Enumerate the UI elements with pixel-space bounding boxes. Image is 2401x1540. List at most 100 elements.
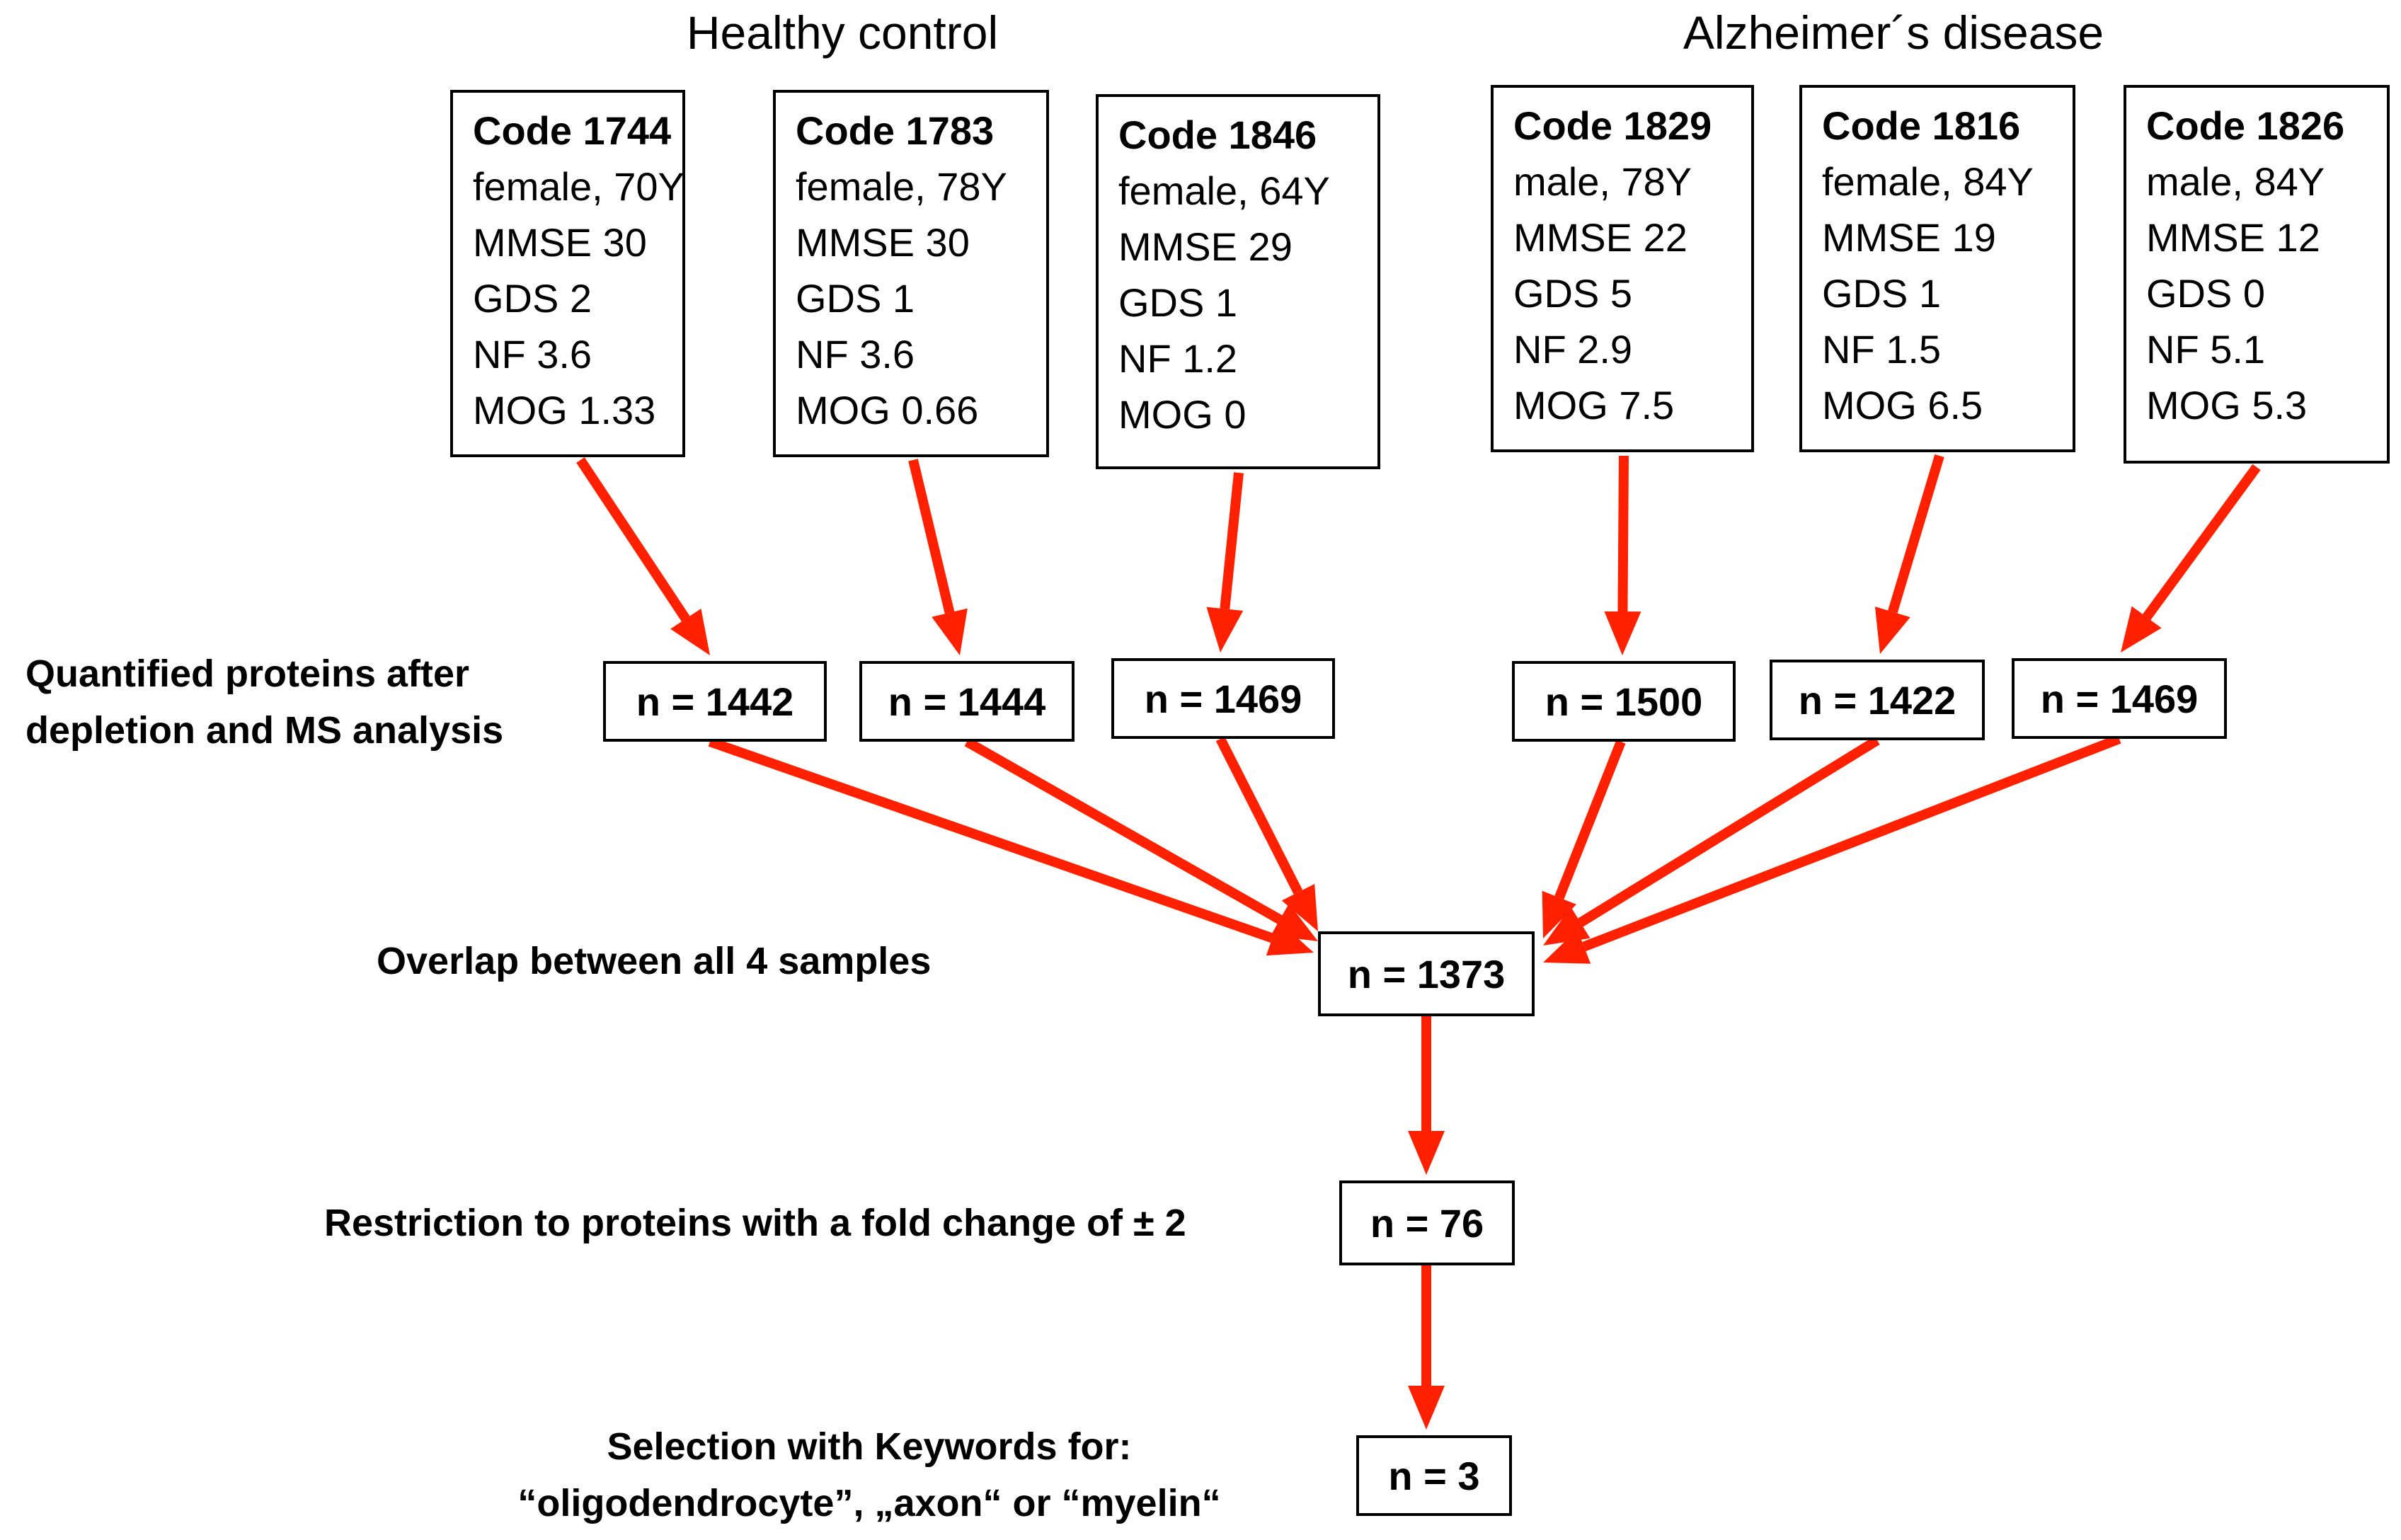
sample-nf: NF 1.5 [1822,327,1942,372]
sample-mmse: MMSE 12 [2146,215,2320,260]
sample-mog: MOG 0 [1118,392,1247,437]
sample-code: Code 1846 [1118,113,1317,157]
arrow-count1826-to-overlap [1543,734,2121,964]
sample-mmse: MMSE 22 [1513,215,1687,260]
arrow-shaft [1215,736,1303,895]
arrow-shaft [576,457,690,622]
arrow-1744-to-count [576,457,710,655]
arrow-shaft [1582,734,2121,952]
count-box-1783: n = 1444 [859,661,1075,742]
sample-sex-age: female, 70Y [473,164,684,209]
sample-gds: GDS 1 [1118,280,1238,325]
selection-label: Selection with Keywords for: “oligodendr… [473,1418,1266,1532]
arrow-shaft [964,737,1283,924]
arrow-head [1408,1386,1445,1430]
arrow-1826-to-count [2121,464,2261,653]
sample-gds: GDS 2 [473,276,592,321]
sample-mog: MOG 6.5 [1822,383,1983,427]
sample-nf: NF 5.1 [2146,327,2266,372]
sample-code: Code 1744 [473,108,672,153]
count-box-1816: n = 1422 [1770,660,1985,740]
arrow-restriction-to-selection [1408,1265,1445,1430]
arrow-shaft [1617,455,1629,612]
count-box-overlap: n = 1373 [1318,931,1535,1016]
sample-nf: NF 1.2 [1118,336,1238,381]
arrow-head [1271,903,1318,941]
arrow-1783-to-count [908,459,968,655]
count-box-1829: n = 1500 [1512,661,1736,742]
arrow-count1744-to-overlap [708,737,1314,956]
selection-label-line2: “oligodendrocyte”, „axon“ or “myelin“ [517,1482,1221,1524]
sample-box-1744: Code 1744 female, 70Y MMSE 30 GDS 2 NF 3… [450,90,685,457]
quantified-label-line2: depletion and MS analysis [25,709,504,752]
arrow-shaft [708,737,1274,943]
sample-box-1826: Code 1826 male, 84Y MMSE 12 GDS 0 NF 5.1… [2124,85,2390,464]
arrow-shaft [2143,464,2261,621]
healthy-control-title: Healthy control [686,6,999,59]
sample-box-1829: Code 1829 male, 78Y MMSE 22 GDS 5 NF 2.9… [1491,85,1754,452]
arrow-shaft [1554,740,1626,900]
arrow-head [1281,883,1318,931]
arrow-head [1543,929,1591,964]
arrow-head [2121,606,2162,653]
sample-mmse: MMSE 30 [796,220,970,265]
overlap-label: Overlap between all 4 samples [377,940,932,982]
count-box-1846: n = 1469 [1111,658,1335,739]
selection-label-line1: Selection with Keywords for: [607,1425,1132,1468]
sample-mog: MOG 5.3 [2146,383,2308,427]
arrow-shaft [1888,454,1944,614]
sample-nf: NF 3.6 [473,332,592,377]
arrow-overlap-to-restriction [1408,1016,1445,1175]
sample-sex-age: female, 64Y [1118,168,1330,213]
sample-sex-age: female, 78Y [796,164,1007,209]
sample-mog: MOG 0.66 [796,388,979,432]
sample-mmse: MMSE 30 [473,220,647,265]
arrow-shaft [1220,472,1244,610]
arrow-count1783-to-overlap [964,737,1318,941]
sample-code: Code 1829 [1513,103,1712,148]
arrow-1846-to-count [1206,472,1244,653]
arrow-1829-to-count [1604,455,1641,655]
sample-gds: GDS 1 [796,276,915,321]
arrow-head [1604,611,1641,655]
arrow-shaft [908,459,955,614]
arrow-head [1408,1131,1445,1175]
arrow-1816-to-count [1874,454,1944,654]
sample-sex-age: male, 84Y [2146,159,2325,204]
count-box-1744: n = 1442 [603,661,827,742]
sample-mog: MOG 1.33 [473,388,656,432]
sample-nf: NF 2.9 [1513,327,1633,372]
sample-code: Code 1783 [796,108,995,153]
count-box-restriction: n = 76 [1339,1180,1515,1265]
alzheimers-disease-title: Alzheimer´s disease [1683,6,2104,59]
sample-sex-age: male, 78Y [1513,159,1692,204]
sample-box-1846: Code 1846 female, 64Y MMSE 29 GDS 1 NF 1… [1096,94,1380,469]
quantified-label-line1: Quantified proteins after [25,653,470,695]
sample-gds: GDS 0 [2146,271,2266,316]
sample-mmse: MMSE 29 [1118,224,1293,269]
arrow-count1816-to-overlap [1543,736,1880,946]
arrow-count1846-to-overlap [1215,736,1318,931]
sample-nf: NF 3.6 [796,332,915,377]
sample-mog: MOG 7.5 [1513,383,1675,427]
count-box-1826: n = 1469 [2012,658,2227,739]
quantified-proteins-label: Quantified proteins after depletion and … [25,645,503,759]
sample-box-1816: Code 1816 female, 84Y MMSE 19 GDS 1 NF 1… [1799,85,2075,452]
arrow-head [670,608,710,655]
count-box-selection: n = 3 [1356,1435,1512,1516]
sample-code: Code 1826 [2146,103,2345,148]
arrow-shaft [1578,736,1880,927]
restriction-label: Restriction to proteins with a fold chan… [324,1202,1186,1244]
sample-gds: GDS 5 [1513,271,1633,316]
arrow-head [1542,890,1576,938]
arrow-head [1874,607,1910,654]
arrow-head [1206,607,1244,653]
sample-box-1783: Code 1783 female, 78Y MMSE 30 GDS 1 NF 3… [773,90,1049,457]
sample-mmse: MMSE 19 [1822,215,1996,260]
arrow-head [932,608,968,655]
sample-code: Code 1816 [1822,103,2021,148]
sample-gds: GDS 1 [1822,271,1942,316]
sample-sex-age: female, 84Y [1822,159,2034,204]
